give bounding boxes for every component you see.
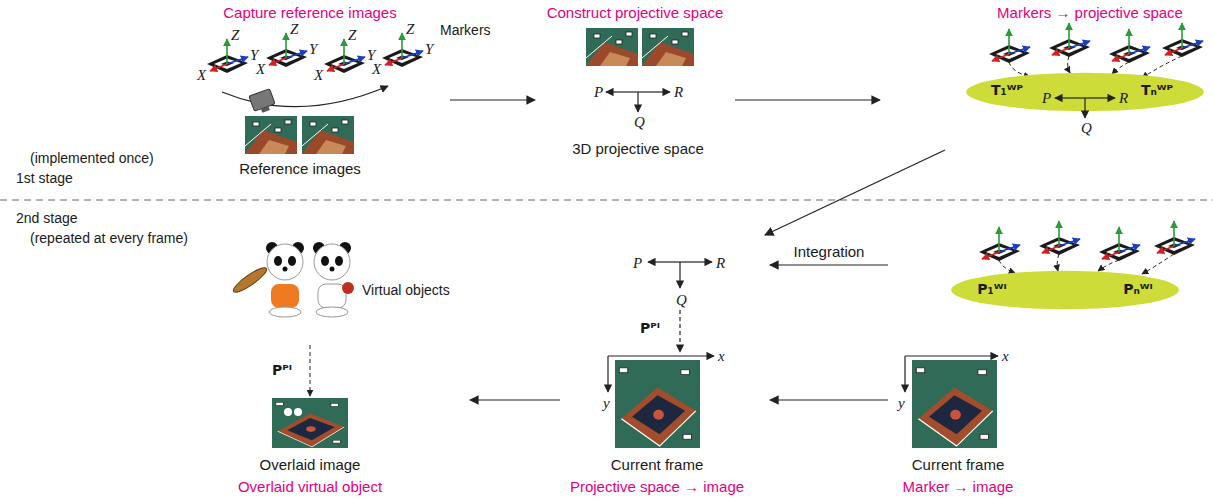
axis-label: Q: [634, 113, 645, 131]
axis-label: y: [898, 394, 905, 412]
axis-label: X: [256, 60, 265, 78]
step-heading: Marker → image: [903, 478, 1014, 496]
step-heading: Construct projective space: [547, 4, 724, 22]
axis-label: P: [594, 83, 603, 101]
caption-text: Reference images: [239, 160, 361, 178]
stage-note: (repeated at every frame): [30, 230, 188, 247]
axis-label: R: [1119, 89, 1128, 107]
flow-arrow: [765, 150, 945, 235]
axis-label: Z: [290, 20, 298, 38]
axis-label: R: [716, 254, 725, 272]
matrix-label: Pᴾᴵ: [272, 362, 292, 379]
step-heading: Projective space → image: [570, 478, 744, 496]
flow-arrow: [770, 399, 888, 400]
step-heading: Overlaid virtual object: [238, 478, 382, 496]
flow-arrow: [450, 99, 535, 100]
stage-label: 2nd stage: [16, 210, 78, 227]
axis-label: Q: [1081, 119, 1092, 137]
axis-label: Z: [348, 26, 356, 44]
flow-arrow: [735, 99, 880, 100]
axis-label: Z: [231, 26, 239, 44]
axis-label: x: [718, 347, 725, 365]
stage-panel: Markers → projective spaceT₁ᵂᴾ Tₙᵂᴾ: [880, 2, 1210, 150]
stage-panel: Current frameProjective space → image: [560, 235, 770, 500]
step-heading: Markers → projective space: [997, 4, 1183, 22]
matrix-label: Tₙᵂᴾ: [1141, 82, 1173, 99]
caption-text: 3D projective space: [572, 140, 704, 158]
flow-arrow: [470, 399, 560, 400]
step-heading: Capture reference images: [223, 4, 396, 22]
matrix-label: Pₙᵂᴵ: [1123, 281, 1153, 298]
axis-label: X: [314, 66, 323, 84]
caption-text: Overlaid image: [260, 456, 361, 474]
stage-panel: Current frameMarker → image P₁ᵂᴵ Pₙᵂᴵ: [888, 225, 1210, 500]
axis-label: P: [1042, 89, 1051, 107]
matrix-label: T₁ᵂᴾ: [991, 82, 1023, 99]
edge-label: Integration: [792, 243, 867, 261]
axis-label: y: [603, 394, 610, 412]
axis-label: P: [633, 254, 642, 272]
axis-label: Y: [425, 40, 433, 58]
part-label: Markers: [440, 22, 491, 39]
axis-label: Z: [406, 20, 414, 38]
caption-text: Current frame: [912, 456, 1005, 474]
stage-panel: Overlaid imageOverlaid virtual object: [230, 235, 470, 500]
axis-label: x: [1002, 347, 1009, 365]
axis-label: R: [674, 83, 683, 101]
matrix-label: Pᴾᴵ: [640, 320, 660, 337]
transform-ellipse: P₁ᵂᴵ Pₙᵂᴵ: [950, 270, 1180, 310]
axis-label: Y: [309, 40, 317, 58]
axis-label: Q: [676, 291, 687, 309]
flow-arrow: [770, 264, 888, 265]
stage-note: (implemented once): [30, 150, 154, 167]
part-label: Virtual objects: [362, 282, 450, 299]
matrix-label: P₁ᵂᴵ: [977, 281, 1006, 298]
axis-label: X: [372, 60, 381, 78]
stage-label: 1st stage: [16, 170, 73, 187]
axis-label: X: [197, 66, 206, 84]
caption-text: Current frame: [611, 456, 704, 474]
